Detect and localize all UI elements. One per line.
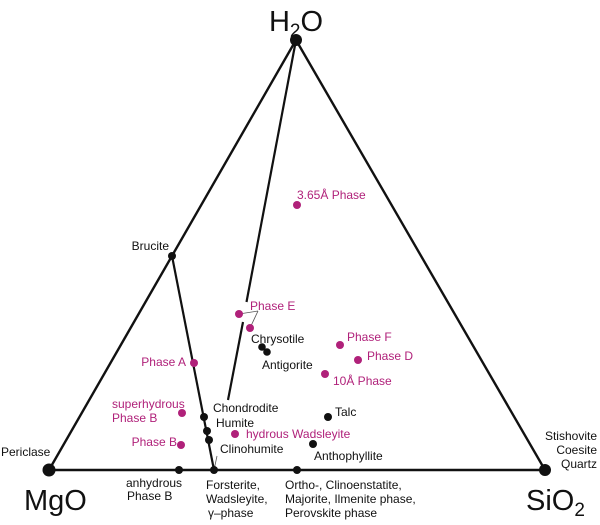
antigorite-label: Antigorite [262,358,313,372]
brucite-label: Brucite [132,239,170,253]
tie-line-h2o-serpentine-lower [226,321,245,401]
hydrous-wadsleyite-label: hydrous Wadsleyite [246,427,351,441]
phase-10a-point [321,370,329,378]
vertex-mgo-point [42,463,56,477]
chondrodite-label: Chondrodite [213,401,279,415]
enstatite-label-1: Ortho-, Clinoenstatite, [285,478,402,492]
stishovite-label: Stishovite [545,429,597,443]
enstatite-label-2: Majorite, Ilmenite phase, [285,492,416,506]
anhydrous-phase-b-label-2: Phase B [127,489,172,503]
forsterite-label-3: γ–phase [208,506,254,520]
humite-point [203,427,211,435]
vertex-h2o-label: H2O [269,6,323,42]
clinohumite-label: Clinohumite [220,442,284,456]
phase-e-point [235,310,243,318]
clinohumite-point [205,436,213,444]
phase-f-label: Phase F [347,330,392,344]
phase-d-point [354,356,362,364]
humite-label: Humite [216,416,254,430]
periclase-label: Periclase [1,445,51,459]
talc-label: Talc [335,405,356,419]
brucite-point [168,252,176,260]
vertex-h2o-point [290,34,302,46]
antigorite-point [263,348,271,356]
forsterite-label-1: Forsterite, [206,478,260,492]
anhydrous-phase-b-point [175,466,183,474]
chrysotile-label: Chrysotile [251,332,305,346]
phase-f-point [336,341,344,349]
phase-365-label: 3.65Å Phase [297,187,366,202]
superhydrous-phase-b-label-1: superhydrous [112,397,185,411]
enstatite-label-3: Perovskite phase [285,506,377,520]
chrysotile-point [258,343,266,351]
forsterite-point [210,466,218,474]
phase-e-point-2 [246,324,254,332]
vertex-sio2-label: SiO2 [526,485,585,521]
enstatite-point [293,466,301,474]
talc-point [324,413,332,421]
phase-e-label: Phase E [250,299,295,313]
hydrous-wadsleyite-point [231,430,239,438]
tie-line-h2o-serpentine-upper [245,39,298,303]
phase-b-label: Phase B [132,435,177,449]
anthophyllite-point [309,440,317,448]
phase-d-label: Phase D [367,349,413,363]
vertex-sio2-point [539,464,551,476]
forsterite-label-2: Wadsleyite, [206,492,268,506]
phase-365-point [293,201,301,209]
vertex-mgo-label: MgO [24,485,87,517]
anhydrous-phase-b-label-1: anhydrous [126,476,182,490]
phase-b-point [177,441,185,449]
superhydrous-phase-b-point [178,409,186,417]
phase-10a-label: 10Å Phase [333,373,392,388]
quartz-label: Quartz [561,457,597,471]
edge-h2o-sio2 [294,39,547,471]
chondrodite-point [200,413,208,421]
phase-a-label: Phase A [141,355,186,369]
anthophyllite-label: Anthophyllite [314,449,383,463]
coesite-label: Coesite [556,443,597,457]
superhydrous-phase-b-label-2: Phase B [112,411,157,425]
phase-a-point [190,359,198,367]
